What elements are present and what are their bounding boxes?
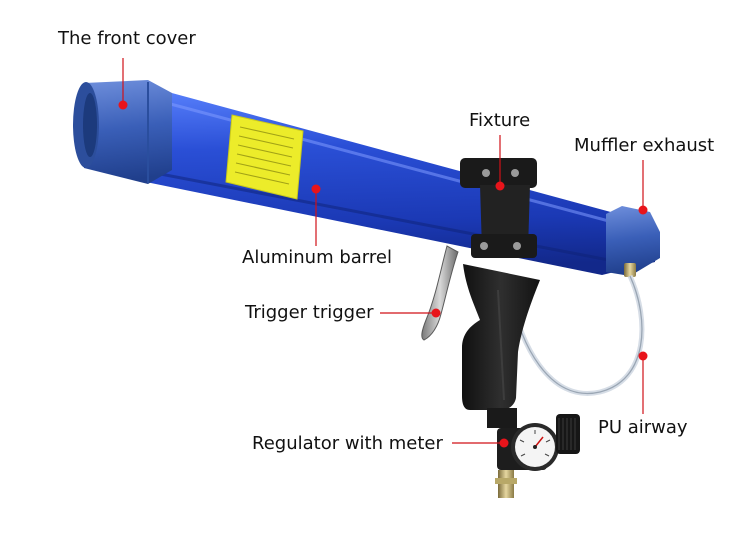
fixture-clamp-graphic xyxy=(460,158,537,258)
marker-barrel xyxy=(311,184,321,194)
leader-lines xyxy=(122,58,644,444)
marker-regulator xyxy=(499,438,509,448)
label-fixture: Fixture xyxy=(469,110,531,131)
label-pu-airway: PU airway xyxy=(598,417,688,438)
trigger-graphic xyxy=(421,245,459,341)
warning-label-graphic xyxy=(225,114,304,200)
muffler-end-cap-graphic xyxy=(606,206,660,277)
marker-pu-airway xyxy=(638,351,648,361)
marker-front-cover xyxy=(118,100,128,110)
marker-fixture xyxy=(495,181,505,191)
marker-trigger xyxy=(431,308,441,318)
label-trigger: Trigger trigger xyxy=(245,302,374,323)
label-aluminum-barrel: Aluminum barrel xyxy=(242,247,392,268)
marker-dots xyxy=(118,100,648,448)
marker-muffler xyxy=(638,205,648,215)
front-cover-graphic xyxy=(73,80,172,184)
label-front-cover: The front cover xyxy=(58,28,196,49)
label-muffler-exhaust: Muffler exhaust xyxy=(574,135,715,156)
label-regulator: Regulator with meter xyxy=(252,433,443,454)
regulator-graphic xyxy=(487,408,580,498)
